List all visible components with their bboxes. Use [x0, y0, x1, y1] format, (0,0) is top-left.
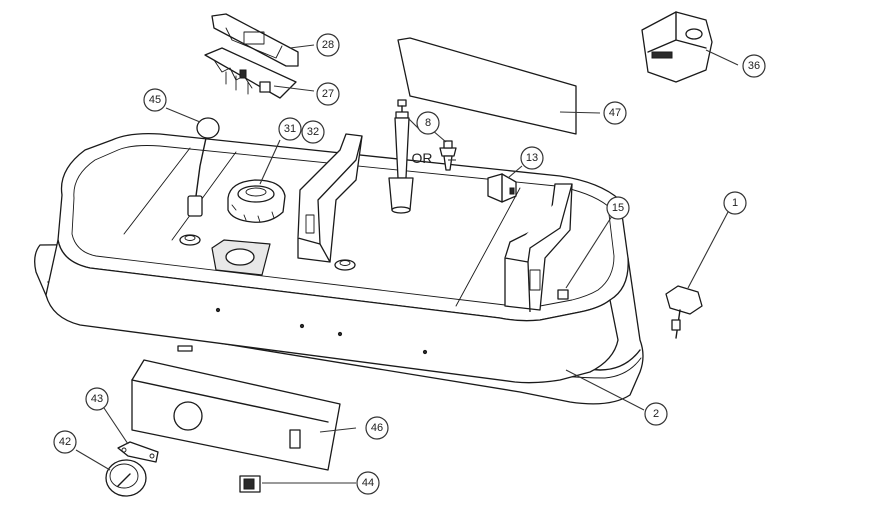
callout-8: 8	[416, 111, 440, 135]
callout-label: 27	[322, 88, 334, 100]
callout-28: 28	[316, 33, 340, 57]
callout-42: 42	[53, 430, 77, 454]
callout-label: 15	[612, 202, 624, 214]
callout-1: 1	[723, 191, 747, 215]
callout-label: 46	[371, 422, 383, 434]
connector-plug	[665, 285, 703, 339]
callout-27: 27	[316, 82, 340, 106]
callout-13: 13	[520, 146, 544, 170]
callout-44: 44	[356, 471, 380, 495]
fuel-cap	[227, 179, 286, 223]
callout-36: 36	[742, 54, 766, 78]
callout-label: 31	[284, 123, 296, 135]
alternate-gauge	[439, 140, 457, 171]
motor-unit	[641, 11, 713, 83]
cover-panel	[397, 37, 577, 135]
callout-47: 47	[603, 101, 627, 125]
callout-46: 46	[365, 416, 389, 440]
fuel-gauge-tube	[388, 99, 414, 214]
callout-label: 36	[748, 60, 760, 72]
callout-label: 47	[609, 107, 621, 119]
callout-label: 1	[732, 197, 738, 209]
fuel-tank	[34, 132, 644, 405]
callout-label: 8	[425, 117, 431, 129]
callout-43: 43	[85, 387, 109, 411]
callout-32: 32	[301, 120, 325, 144]
callout-label: 43	[91, 393, 103, 405]
callout-2: 2	[644, 402, 668, 426]
ignition-knob	[105, 459, 147, 497]
switch-13	[487, 173, 517, 203]
mount-bracket-43	[117, 441, 159, 463]
callout-31: 31	[278, 117, 302, 141]
callout-label: 13	[526, 152, 538, 164]
callout-45: 45	[143, 88, 167, 112]
callout-15: 15	[606, 196, 630, 220]
callout-label: 32	[307, 126, 319, 138]
leader-lines	[75, 44, 739, 484]
circuit-board	[204, 47, 297, 99]
rocker-switch-44	[239, 475, 261, 493]
callout-label: 42	[59, 436, 71, 448]
board-bracket	[211, 13, 299, 67]
callout-label: 28	[322, 39, 334, 51]
callout-label: 45	[149, 94, 161, 106]
sensor-probe	[187, 117, 220, 217]
callout-label: 44	[362, 477, 374, 489]
front-cover-plate	[131, 359, 341, 471]
callout-label: 2	[653, 408, 659, 420]
or-label: OR	[412, 150, 433, 166]
